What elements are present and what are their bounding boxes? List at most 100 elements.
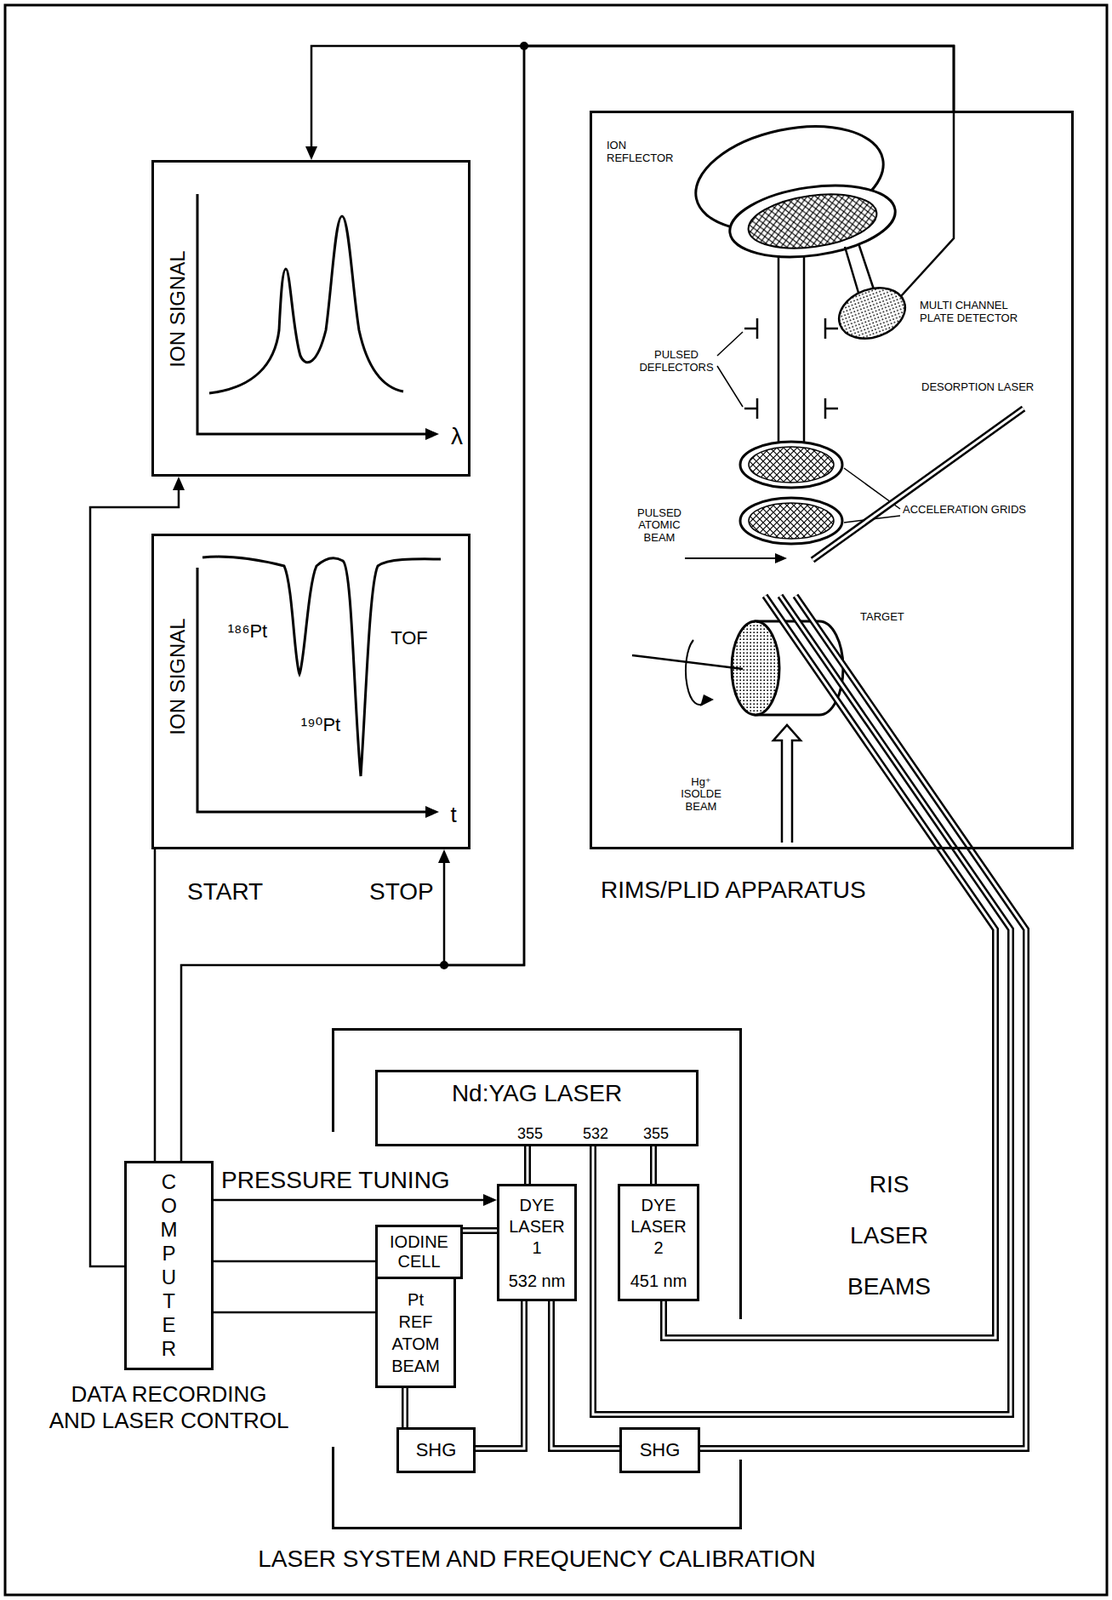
signal-line	[213, 1311, 376, 1313]
page-frame	[5, 5, 1107, 1595]
isolde-beam	[773, 724, 801, 843]
connector-line	[311, 45, 954, 147]
laser-frame	[333, 1027, 742, 1529]
tof-curve	[202, 556, 441, 776]
tof-graph	[197, 556, 441, 818]
laser-beam	[700, 849, 1027, 1449]
signal-line	[154, 849, 156, 1161]
grid-mesh	[748, 502, 834, 539]
connector-line	[90, 490, 179, 1266]
signal-wire	[901, 110, 954, 297]
connector-line	[551, 1300, 620, 1449]
node-text: 355	[517, 1125, 543, 1141]
connector-line	[663, 849, 996, 1338]
connector-line	[524, 1146, 531, 1184]
arrow-head	[775, 553, 787, 564]
signal-line	[438, 45, 954, 965]
laser-beam	[551, 1300, 620, 1449]
axis-arrow	[425, 805, 440, 818]
laser-beam	[462, 1230, 497, 1232]
desorption-beam	[812, 408, 1024, 560]
laser-system-panel: LASER SYSTEM AND FREQUENCY CALIBRATIONNd…	[331, 1027, 742, 1529]
acceleration-grid	[740, 497, 843, 544]
edge-label: PRESSURE TUNING	[219, 1167, 452, 1194]
node-text: DYE LASER 1	[505, 1194, 569, 1259]
grid-mesh	[748, 446, 834, 483]
part-label: RIS LASER BEAMS	[842, 1158, 936, 1312]
reflector-ring	[724, 176, 900, 267]
connector-line	[663, 849, 996, 1338]
node-text: ¹⁸⁶Pt	[228, 621, 268, 642]
connector-line	[475, 1300, 525, 1449]
dye-laser-box: DYE LASER 2451 nm	[617, 1183, 700, 1301]
tof-plot: ION SIGNAL¹⁸⁶PtTOF¹⁹⁰Ptt	[151, 533, 471, 850]
laser-beam	[653, 1146, 655, 1184]
laser-box: Nd:YAG LASER355532355	[375, 1069, 699, 1147]
mcp-detector	[832, 279, 913, 348]
acceleration-grid	[740, 441, 843, 488]
arrow-head	[483, 1193, 497, 1206]
connector-line	[652, 1146, 656, 1184]
edge-label: STOP	[367, 878, 436, 906]
apparatus-panel: RIMS/PLID APPARATUS	[589, 110, 1074, 850]
node-text: 532	[582, 1125, 609, 1141]
connector-line	[213, 1311, 376, 1314]
edge-label: START	[185, 878, 265, 906]
part-label: MULTI CHANNEL PLATE DETECTOR	[919, 299, 1026, 326]
signal-line	[181, 45, 954, 1161]
beam-arrow	[684, 557, 777, 559]
part-label: ION REFLECTOR	[606, 139, 679, 166]
signal-line	[213, 1193, 497, 1206]
node-text: DATA RECORDING AND LASER CONTROL	[45, 1380, 293, 1434]
connector-line	[593, 849, 1011, 1415]
arrow-head	[172, 476, 185, 491]
dye-laser-box: DYE LASER 1 532 nm	[496, 1183, 577, 1301]
connector-line	[153, 849, 157, 1161]
ris-beams	[764, 595, 971, 850]
axis-arrow	[425, 427, 440, 440]
node-text: SHG	[639, 1439, 681, 1460]
part-label: PULSED DEFLECTORS	[637, 348, 716, 375]
signal-line	[90, 476, 185, 1266]
connector-line	[650, 1146, 657, 1184]
connector-line	[181, 45, 954, 1161]
node-text: ¹⁹⁰Pt	[301, 714, 341, 736]
ris-beams	[764, 595, 971, 850]
spectrum-curve	[209, 216, 404, 394]
node-text: ION SIGNAL	[166, 250, 189, 367]
node-text: Nd:YAG LASER	[451, 1080, 622, 1107]
laser-beam	[663, 849, 996, 1338]
part-label: TARGET	[860, 610, 905, 624]
connector-line	[444, 45, 954, 965]
connector-line	[401, 1387, 409, 1427]
part-label: ACCELERATION GRIDS	[902, 503, 1027, 517]
arrow-head	[305, 146, 318, 160]
node-text: RIMS/PLID APPARATUS	[600, 877, 867, 904]
flight-tube	[778, 255, 805, 443]
part-label: PULSED ATOMIC BEAM	[632, 507, 687, 544]
connector-line	[593, 849, 1011, 1415]
connector-line	[700, 849, 1027, 1449]
rims-drawing	[632, 110, 1024, 850]
connector-line	[475, 1300, 525, 1449]
connector-line	[700, 849, 1027, 1449]
shg-box: SHG	[619, 1426, 701, 1473]
connector-line	[213, 1260, 376, 1263]
rotation-arrow	[685, 639, 706, 705]
connector-line	[462, 1229, 497, 1232]
connector-line	[551, 1300, 620, 1449]
computer-box: COMPUTERDATA RECORDING AND LASER CONTROL	[124, 1160, 214, 1370]
connector-line	[462, 1226, 497, 1234]
desorption-beam	[812, 408, 1024, 560]
node-text: ION SIGNAL	[166, 617, 189, 735]
spectrum-graph	[197, 193, 440, 440]
node-text: Pt REF ATOM BEAM	[389, 1288, 442, 1377]
node-text: λ	[450, 423, 463, 451]
laser-beam	[475, 1300, 525, 1449]
spectrum-plot: ION SIGNAL λ	[151, 159, 471, 477]
axes	[197, 567, 426, 812]
node-text: 532 nm	[508, 1271, 566, 1290]
node-text: SHG	[416, 1439, 457, 1460]
